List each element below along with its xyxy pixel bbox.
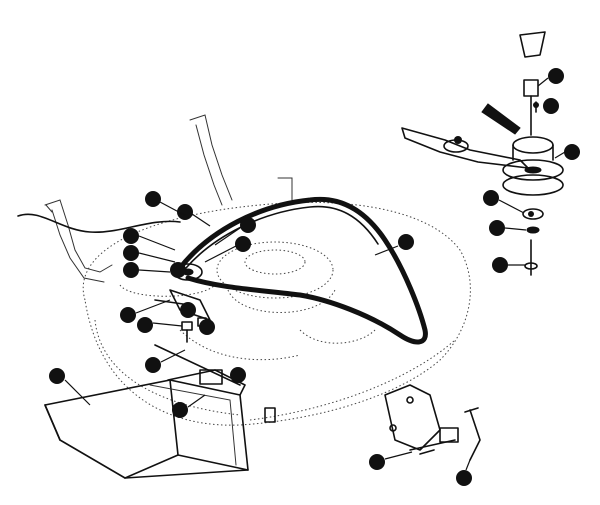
callout-dot [230, 367, 246, 383]
callout-dot [398, 234, 414, 250]
callout-dot [235, 236, 251, 252]
callout-dot [170, 262, 186, 278]
callout-dot [123, 245, 139, 261]
callout-dot [492, 257, 508, 273]
callout-dot [533, 102, 539, 108]
lift-arm-center [189, 114, 293, 206]
lift-arm-left [44, 199, 113, 283]
callout-dot [123, 262, 139, 278]
callouts [49, 68, 580, 486]
chute-rod [154, 344, 241, 386]
callout-dot [177, 204, 193, 220]
leader-lines [64, 77, 566, 471]
rear-hanger-bracket [384, 384, 459, 451]
callout-dot [49, 368, 65, 384]
drive-belt [177, 196, 428, 345]
hardware-bolts [181, 317, 435, 455]
callout-dot [543, 98, 559, 114]
callout-dot [172, 402, 188, 418]
blade [401, 103, 529, 169]
callout-dot [454, 136, 462, 144]
discharge-chute [44, 369, 276, 479]
callout-dot [483, 190, 499, 206]
callout-dot [240, 217, 256, 233]
callout-dot [369, 454, 385, 470]
callout-dot [564, 144, 580, 160]
callout-dot [120, 307, 136, 323]
callout-dot [528, 211, 534, 217]
callout-dot [180, 302, 196, 318]
callout-dot [199, 319, 215, 335]
callout-dot [145, 357, 161, 373]
callout-dot [456, 470, 472, 486]
spindle-assembly [502, 31, 564, 276]
callout-dot [489, 220, 505, 236]
callout-dot [145, 191, 161, 207]
pin-and-clip [464, 407, 481, 461]
callout-dot [548, 68, 564, 84]
callout-dot [137, 317, 153, 333]
drive-cable [17, 213, 181, 233]
mower-deck-housing [82, 201, 471, 426]
callout-dot [123, 228, 139, 244]
